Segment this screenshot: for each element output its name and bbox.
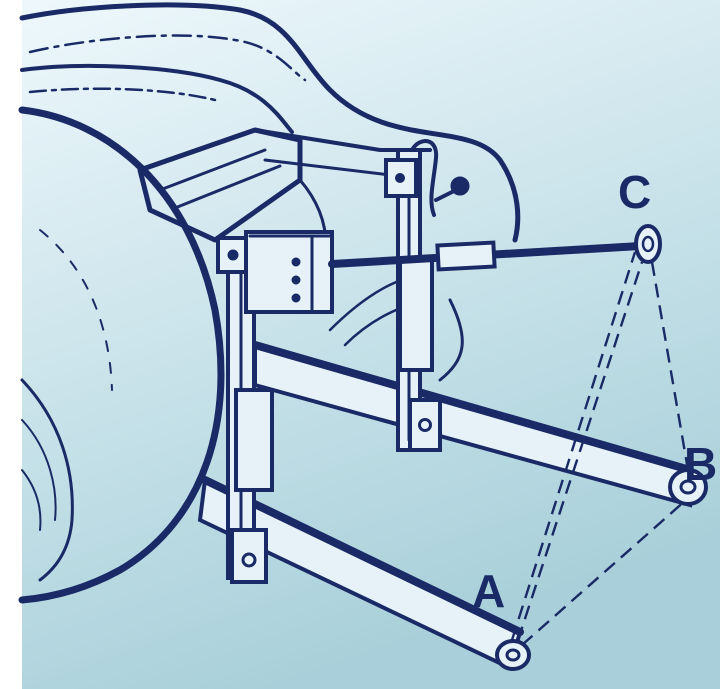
- lower-link-a: [197, 476, 531, 671]
- top-link-c: [244, 224, 662, 314]
- lift-rod-right: [384, 139, 470, 452]
- rear-wheel: [18, 106, 225, 604]
- label-point-b: B: [684, 438, 717, 490]
- hitch-triangle: [510, 251, 690, 646]
- label-point-c: C: [618, 166, 651, 218]
- label-point-a: A: [472, 565, 505, 617]
